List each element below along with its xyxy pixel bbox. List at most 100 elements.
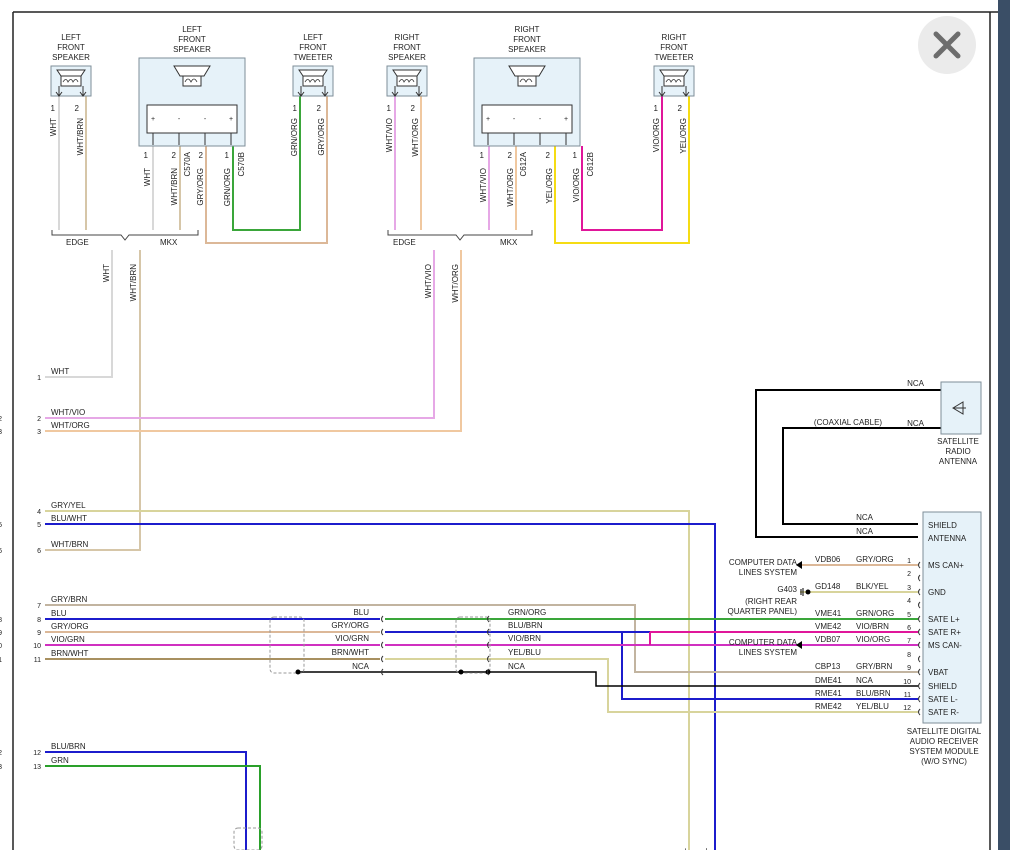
wire — [45, 250, 141, 551]
connector-icon — [381, 655, 384, 663]
splice-label: GRY/ORG — [331, 621, 369, 630]
module-pin-label: SATE L+ — [928, 615, 960, 624]
pin-connector-icon — [918, 601, 921, 609]
wire-color: VIO/ORG — [856, 635, 890, 644]
circuit-id: CBP13 — [815, 662, 841, 671]
connector-id: C570A — [183, 151, 192, 176]
variant-label: EDGE — [66, 238, 89, 247]
wire-label: NCA — [856, 513, 874, 522]
wire-label: NCA — [907, 379, 925, 388]
wire-label: WHT/VIO — [479, 168, 488, 202]
wire-label: GRY/ORG — [196, 168, 205, 206]
harness-pin-number: 7 — [37, 603, 41, 610]
wire — [782, 427, 941, 525]
connector-icon — [487, 615, 490, 623]
pin-number: 1 — [51, 104, 56, 113]
module-title: (W/O SYNC) — [921, 757, 967, 766]
harness-pin-number: 3 — [37, 429, 41, 436]
connector-icon — [487, 628, 490, 636]
wire-label: WHT — [102, 264, 111, 282]
wires — [45, 96, 941, 850]
polarity-sign: + — [564, 116, 568, 123]
harness-wire-label: WHT/VIO — [51, 408, 85, 417]
wire-label: WHT — [143, 168, 152, 186]
pin-number: 1 — [654, 104, 659, 113]
wire — [45, 751, 247, 850]
wire-label: WHT/VIO — [385, 118, 394, 152]
close-button[interactable] — [918, 16, 976, 74]
cable-label: (COAXIAL CABLE) — [814, 418, 883, 427]
splice-label: GRN/ORG — [508, 608, 546, 617]
circuit-id: DME41 — [815, 676, 842, 685]
wire-label: WHT — [49, 118, 58, 136]
pin-connector-icon — [918, 615, 921, 623]
module-pin-number: 8 — [907, 652, 911, 659]
speaker-title: FRONT — [513, 35, 541, 44]
speaker-icon — [508, 65, 546, 77]
receiver-module-box — [922, 511, 982, 724]
edge-number: 13 — [0, 764, 2, 771]
splice-label: YEL/BLU — [508, 648, 541, 657]
harness-wire-label: WHT/ORG — [51, 421, 90, 430]
variant-brace — [51, 230, 199, 241]
module-pin-number: 4 — [907, 598, 911, 605]
coil-icon — [62, 79, 79, 83]
pin-arrow-icon — [682, 91, 690, 97]
edge-number: 11 — [0, 657, 2, 664]
harness-pin-number: 12 — [33, 750, 41, 757]
harness-wire-label: WHT/BRN — [51, 540, 89, 549]
pin-number: 2 — [75, 104, 80, 113]
wire-label: GRN/ORG — [290, 118, 299, 156]
polarity-sign: + — [151, 116, 155, 123]
module-pin-label: SATE R- — [928, 708, 959, 717]
pin-number: 2 — [199, 151, 204, 160]
harness-pin-number: 13 — [33, 764, 41, 771]
harness-pin-number: 6 — [37, 548, 41, 555]
pin-connector-icon — [918, 574, 921, 582]
twisted-pair-shield — [233, 827, 263, 850]
harness-pin-number: 1 — [37, 375, 41, 382]
circuit-id: VME42 — [815, 622, 842, 631]
pin-number: 2 — [546, 151, 551, 160]
wire-label: YEL/ORG — [679, 118, 688, 154]
wire-label: WHT/ORG — [451, 264, 460, 303]
harness-pin-number: 8 — [37, 617, 41, 624]
polarity-sign: - — [513, 116, 516, 123]
wire — [581, 96, 663, 231]
circuit-id: VDB06 — [815, 555, 841, 564]
polarity-sign: + — [229, 116, 233, 123]
harness-wire-label: BLU/BRN — [51, 742, 86, 751]
wire-color: BLU/BRN — [856, 689, 891, 698]
wire-color: BLK/YEL — [856, 582, 889, 591]
splice-label: NCA — [508, 662, 526, 671]
pin-arrow-icon — [79, 91, 87, 97]
speaker-title: SPEAKER — [52, 53, 90, 62]
speaker-title: TWEETER — [654, 53, 693, 62]
pin-number: 1 — [225, 151, 230, 160]
module-pin-number: 2 — [907, 571, 911, 578]
coil-icon — [304, 79, 321, 83]
module-pin-number: 3 — [907, 585, 911, 592]
coil-icon — [665, 79, 682, 83]
pin-number: 1 — [573, 151, 578, 160]
harness-pin-number: 9 — [37, 630, 41, 637]
module-pin-label: SATE R+ — [928, 628, 961, 637]
wire-label: GRY/YEL — [679, 847, 688, 850]
variant-label: MKX — [160, 238, 178, 247]
speaker-title: TWEETER — [293, 53, 332, 62]
pin-connector-icon — [918, 588, 921, 596]
wire-color: YEL/BLU — [856, 702, 889, 711]
connector-icon — [381, 641, 384, 649]
terminal-block — [146, 104, 238, 134]
tweeter-magnet-icon — [302, 75, 324, 87]
module-pin-number: 11 — [904, 692, 911, 699]
wire-color: GRN/ORG — [856, 609, 894, 618]
wire — [554, 96, 690, 244]
wire — [232, 96, 301, 231]
polarity-sign: - — [178, 116, 181, 123]
wire-label: NCA — [856, 527, 874, 536]
pin-arrow-icon — [391, 91, 399, 97]
wire-label: WHT/VIO — [424, 264, 433, 298]
wire-label: WHT/BRN — [170, 168, 179, 206]
harness-wire-label: GRY/ORG — [51, 622, 89, 631]
